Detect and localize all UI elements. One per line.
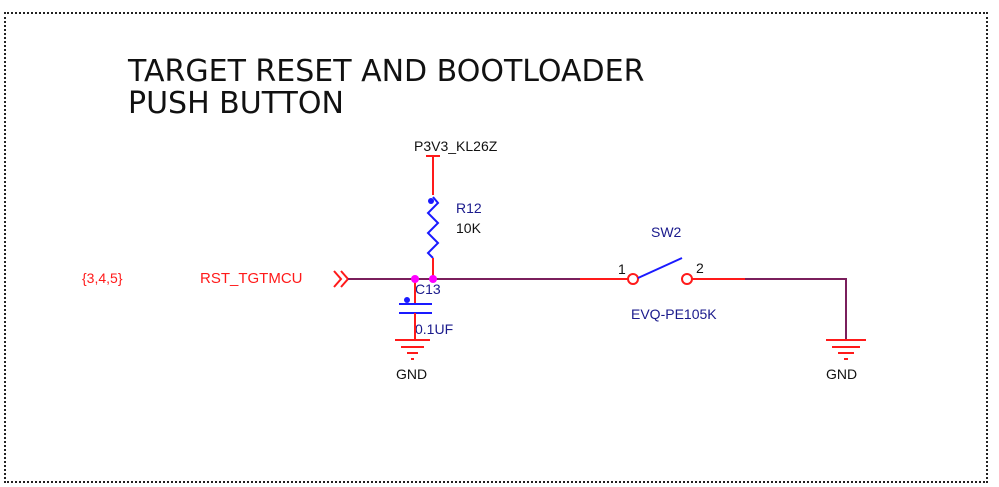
- gnd-label-left: GND: [396, 366, 428, 382]
- offpage-sheet-refs: {3,4,5}: [82, 270, 123, 286]
- power-rail-symbol: [426, 155, 440, 195]
- switch-part-number: EVQ-PE105K: [631, 306, 717, 322]
- ground-left-icon: [395, 339, 430, 360]
- switch-pin1-label: 1: [618, 261, 626, 277]
- switch-pin2-label: 2: [696, 260, 704, 276]
- switch-sw2-icon: [580, 257, 745, 285]
- switch-ref: SW2: [651, 224, 682, 240]
- gnd-label-right: GND: [826, 366, 858, 382]
- power-rail-label: P3V3_KL26Z: [414, 138, 498, 154]
- capacitor-c13-icon: [399, 279, 432, 340]
- resistor-r12-icon: [426, 196, 440, 279]
- resistor-value: 10K: [456, 220, 481, 236]
- junction-dot: [429, 275, 437, 283]
- net-wire-gnd-right: [745, 278, 847, 340]
- net-label-rst-tgtmcu: RST_TGTMCU: [200, 270, 303, 287]
- capacitor-ref: C13: [415, 281, 441, 297]
- ground-right-icon: [826, 339, 866, 360]
- title-line-1: TARGET RESET AND BOOTLOADER: [128, 54, 645, 89]
- junction-dot: [411, 275, 419, 283]
- resistor-ref: R12: [456, 200, 482, 216]
- sheet-border: [4, 12, 988, 483]
- offpage-connector-icon: [333, 270, 350, 288]
- capacitor-value: 0.1UF: [415, 321, 454, 337]
- title-line-2: PUSH BUTTON: [128, 86, 344, 121]
- schematic-title: TARGET RESET AND BOOTLOADER PUSH BUTTON: [128, 56, 644, 120]
